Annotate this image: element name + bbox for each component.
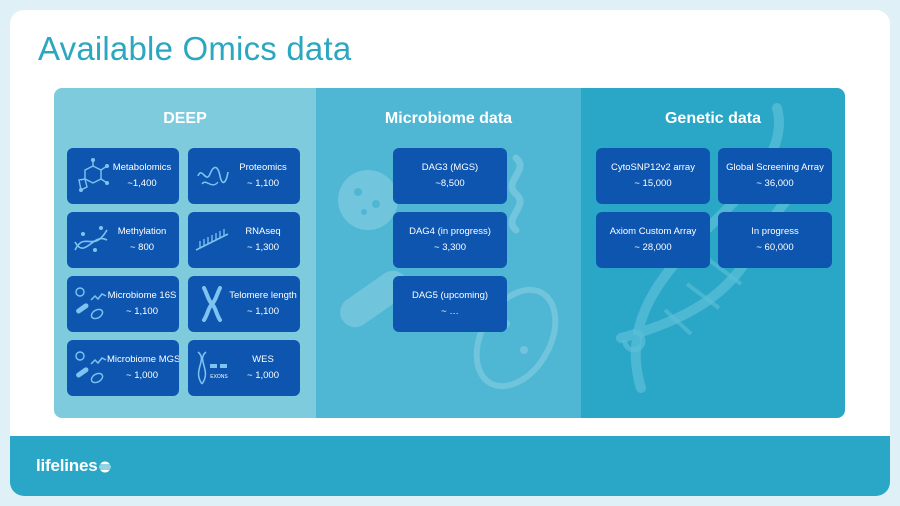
dna-methylation-icon <box>74 226 108 252</box>
card-dag3[interactable]: DAG3 (MGS) ~8,500 <box>393 148 507 204</box>
card-value: ~ 3,300 <box>434 242 466 253</box>
protein-icon <box>197 166 229 186</box>
card-label: Telomere length <box>229 290 297 301</box>
card-value: ~1,400 <box>127 178 157 189</box>
omics-panels: DEEP Metabolomics ~1,400 <box>54 88 845 418</box>
card-label: Global Screening Array <box>726 162 824 173</box>
card-methylation[interactable]: Methylation ~ 800 <box>67 212 179 268</box>
card-value: ~ … <box>441 306 459 317</box>
card-global-screening-array[interactable]: Global Screening Array ~ 36,000 <box>718 148 832 204</box>
card-telomere-length[interactable]: Telomere length ~ 1,100 <box>188 276 300 332</box>
card-value: ~ 36,000 <box>756 178 794 189</box>
card-value: ~ 800 <box>129 242 155 253</box>
card-value: ~ 15,000 <box>634 178 672 189</box>
card-in-progress[interactable]: In progress ~ 60,000 <box>718 212 832 268</box>
footer: lifelines <box>10 436 890 496</box>
genetic-panel: Genetic data CytoSNP12v2 array ~ 15,000 … <box>581 88 845 418</box>
card-label: Methylation <box>117 226 167 237</box>
lifelines-logo: lifelines <box>36 456 111 476</box>
molecule-icon <box>78 158 109 192</box>
microbiome-panel: Microbiome data DAG3 (MGS) ~8,500 DAG4 (… <box>316 88 581 418</box>
chromosome-icon <box>202 286 222 322</box>
card-metabolomics[interactable]: Metabolomics ~1,400 <box>67 148 179 204</box>
deep-panel: DEEP Metabolomics ~1,400 <box>54 88 316 418</box>
card-label: Microbiome MGS <box>107 354 179 365</box>
slide: Available Omics data DEEP Metabolomics ~… <box>10 10 890 496</box>
card-label: Microbiome 16S <box>107 290 177 301</box>
card-wes[interactable]: EXONS WES ~ 1,000 <box>188 340 300 396</box>
card-microbiome-mgs[interactable]: Microbiome MGS ~ 1,000 <box>67 340 179 396</box>
rna-strand-icon <box>195 229 229 251</box>
card-value: ~ 1,000 <box>247 370 279 381</box>
exons-icon: EXONS <box>197 351 228 385</box>
card-label: Proteomics <box>239 162 287 173</box>
microbe-background-illustration <box>338 154 559 390</box>
logo-mark-icon <box>99 461 111 473</box>
card-label: CytoSNP12v2 array <box>611 162 695 173</box>
microbiome-panel-title: Microbiome data <box>384 110 513 127</box>
logo-text: lifelines <box>36 456 98 475</box>
card-label: DAG4 (in progress) <box>409 226 491 237</box>
card-label: DAG3 (MGS) <box>421 162 479 173</box>
card-label: Axiom Custom Array <box>609 226 697 237</box>
card-label: RNAseq <box>245 226 281 237</box>
microbe-icon <box>75 287 107 320</box>
card-label: DAG5 (upcoming) <box>411 290 489 301</box>
card-value: ~ 1,100 <box>126 306 158 317</box>
card-label: In progress <box>751 226 799 237</box>
card-axiom-custom-array[interactable]: Axiom Custom Array ~ 28,000 <box>596 212 710 268</box>
card-value: ~ 1,100 <box>247 306 279 317</box>
microbe-icon <box>75 351 107 384</box>
card-dag5[interactable]: DAG5 (upcoming) ~ … <box>393 276 507 332</box>
card-value: ~ 1,100 <box>247 178 279 189</box>
card-microbiome-16s[interactable]: Microbiome 16S ~ 1,100 <box>67 276 179 332</box>
genetic-panel-title: Genetic data <box>664 110 762 127</box>
card-cytosnp12v2-array[interactable]: CytoSNP12v2 array ~ 15,000 <box>596 148 710 204</box>
card-value: ~8,500 <box>435 178 465 189</box>
card-dag4[interactable]: DAG4 (in progress) ~ 3,300 <box>393 212 507 268</box>
card-value: ~ 1,000 <box>126 370 158 381</box>
card-proteomics[interactable]: Proteomics ~ 1,100 <box>188 148 300 204</box>
page-title: Available Omics data <box>38 30 352 67</box>
card-rnaseq[interactable]: RNAseq ~ 1,300 <box>188 212 300 268</box>
svg-text:EXONS: EXONS <box>210 374 228 380</box>
card-value: ~ 60,000 <box>756 242 794 253</box>
card-label: WES <box>252 354 274 365</box>
card-value: ~ 1,300 <box>247 242 279 253</box>
card-label: Metabolomics <box>112 162 172 173</box>
deep-panel-title: DEEP <box>163 110 207 127</box>
card-value: ~ 28,000 <box>634 242 672 253</box>
